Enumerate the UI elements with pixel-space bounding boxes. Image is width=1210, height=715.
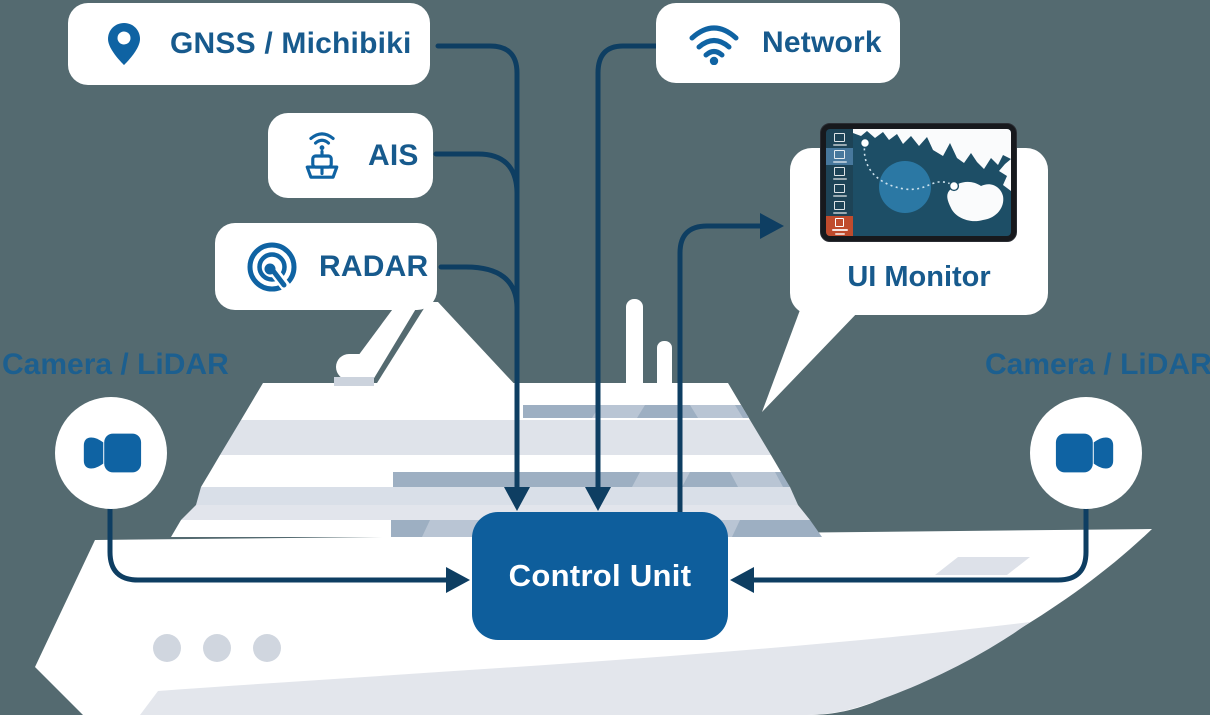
hull-vent: [935, 557, 1030, 575]
camera-left-label: Camera / LiDAR: [2, 348, 229, 381]
tablet-screen: [826, 129, 1011, 236]
coastline-east: [999, 159, 1011, 191]
coastline-north: [853, 129, 1011, 169]
deck-band: [201, 472, 393, 487]
ui-monitor-tablet: [820, 123, 1017, 242]
porthole: [203, 634, 231, 662]
wifi-icon: [689, 25, 739, 65]
deck-band: [210, 455, 781, 472]
pin-icon: [834, 150, 845, 159]
sidebar-item-active[interactable]: [826, 148, 853, 165]
tablet-map: [853, 129, 1011, 236]
alert-icon: [835, 217, 844, 227]
connector-network: [595, 43, 659, 497]
route-icon: [834, 167, 845, 176]
sensor-card-radar: RADAR: [215, 223, 437, 310]
tablet-sidebar: [826, 129, 853, 236]
sensor-card-gnss: GNSS / Michibiki: [68, 3, 430, 85]
sidebar-item[interactable]: [826, 199, 853, 216]
sidebar-item[interactable]: [826, 182, 853, 199]
deck-band: [196, 487, 798, 505]
video-camera-icon: [1055, 433, 1114, 473]
sensor-card-network: Network: [656, 3, 900, 83]
control-unit-label: Control Unit: [508, 558, 692, 593]
arrowhead-right: [760, 213, 784, 239]
connector-radar: [438, 264, 520, 310]
camera-right-node: [1030, 397, 1142, 509]
window-band-highlight: [730, 472, 783, 487]
connector-ais: [433, 151, 520, 195]
sidebar-alert-button[interactable]: [826, 216, 853, 236]
arrowhead-down: [504, 487, 530, 511]
sidebar-item[interactable]: [826, 165, 853, 182]
radar-icon: [247, 242, 297, 292]
sidebar-item[interactable]: [826, 131, 853, 148]
sensor-label-ais: AIS: [368, 138, 419, 172]
ship-funnel-base: [334, 377, 374, 386]
deck-band: [171, 520, 391, 537]
map-icon: [834, 133, 845, 142]
arrowhead-left: [730, 567, 754, 593]
camera-icon: [834, 201, 845, 210]
ship-funnel: [336, 354, 372, 380]
connector-monitor: [677, 223, 769, 515]
ui-monitor-label: UI Monitor: [847, 261, 991, 293]
sensor-label-network: Network: [762, 26, 882, 59]
range-circle: [879, 161, 931, 213]
ship-hull-bottom: [140, 622, 1030, 715]
connector-camera-right: [745, 502, 1089, 583]
location-pin-icon: [108, 23, 140, 65]
waypoint[interactable]: [948, 180, 960, 192]
control-unit-box: Control Unit: [472, 512, 728, 640]
ship-mast: [626, 299, 643, 391]
ship-mast: [657, 341, 672, 393]
ais-ship-signal-icon: [305, 131, 339, 179]
window-band-highlight: [592, 405, 645, 418]
window-band-highlight: [690, 405, 743, 418]
connector-camera-left: [107, 502, 455, 583]
island: [947, 181, 1004, 222]
arrowhead-down: [585, 487, 611, 511]
nautical-chart: [853, 129, 1011, 236]
waypoint[interactable]: [859, 137, 871, 149]
camera-left-node: [55, 397, 167, 509]
connector-gnss: [435, 43, 520, 497]
video-camera-icon: [83, 433, 142, 473]
deck-band: [220, 420, 771, 455]
window-band-highlight: [422, 520, 480, 537]
camera-right-label: Camera / LiDAR: [985, 348, 1210, 381]
bubble-tail: [762, 310, 860, 412]
route-line: [863, 142, 954, 191]
arrowhead-right: [446, 567, 470, 593]
window-band-highlight: [632, 472, 690, 487]
sensor-label-radar: RADAR: [319, 249, 429, 283]
porthole: [253, 634, 281, 662]
window-band: [393, 472, 790, 487]
ship-mast-structure: [355, 302, 520, 418]
porthole: [153, 634, 181, 662]
anchor-icon: [834, 184, 845, 193]
sensor-label-gnss: GNSS / Michibiki: [170, 27, 412, 60]
sensor-card-ais: AIS: [268, 113, 433, 198]
